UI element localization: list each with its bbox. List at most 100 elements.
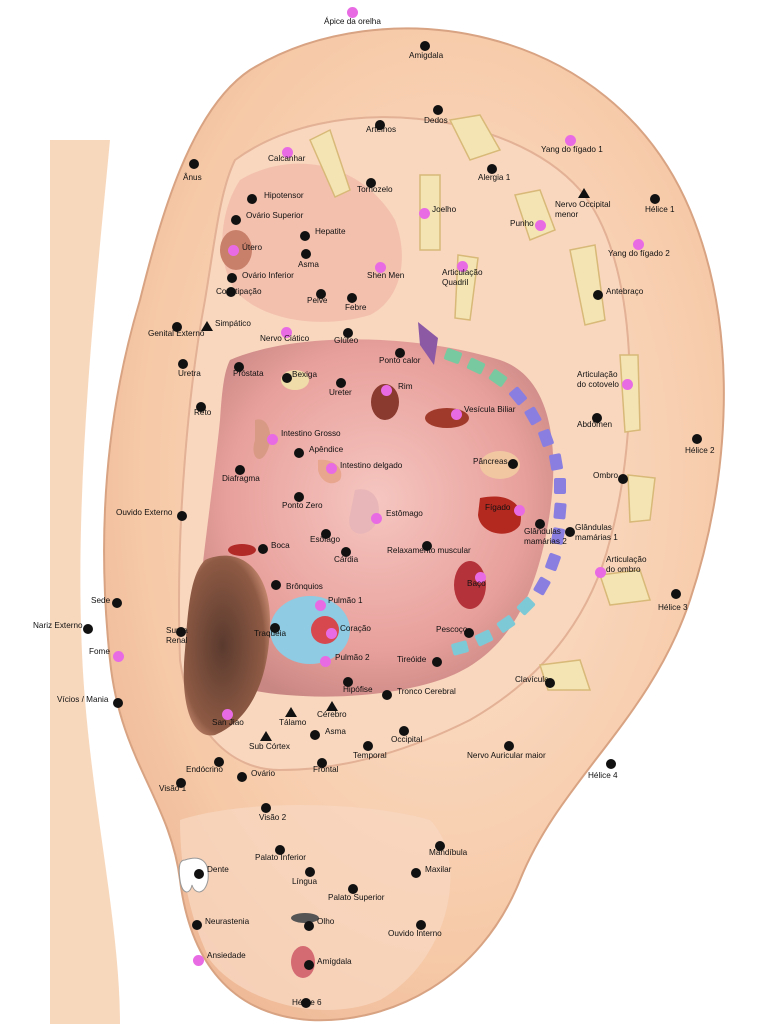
point-label-uretra: Uretra	[178, 369, 201, 378]
point-label-tornozelo: Tornozelo	[357, 185, 393, 194]
point-label-talamo: Tálamo	[279, 718, 307, 727]
point-marker-shenmen	[374, 261, 386, 273]
point-label-ureter: Ureter	[329, 388, 352, 397]
point-marker-tireoide	[432, 657, 442, 667]
point-marker-rim	[380, 384, 392, 396]
point-label-diafragma: Diafragma	[222, 474, 260, 483]
point-label-ombro: Ombro	[593, 471, 619, 480]
point-marker-utero	[227, 244, 239, 256]
point-marker-frontal	[317, 758, 327, 768]
point-marker-abdomen	[592, 413, 602, 423]
point-label-yang2: Yang do fígado 2	[608, 249, 670, 258]
point-marker-cardia	[341, 547, 351, 557]
point-marker-fome	[112, 650, 124, 662]
point-label-pescoco: Pescoço	[436, 625, 468, 634]
point-label-neurastenia: Neurastenia	[205, 917, 250, 926]
point-label-anus: Ânus	[183, 173, 202, 182]
point-label-ansiedade: Ansiedade	[207, 951, 246, 960]
spine-illustration	[418, 322, 567, 656]
point-marker-ponto-zero	[294, 492, 304, 502]
point-marker-helice1	[650, 194, 660, 204]
point-marker-asma-top	[301, 249, 311, 259]
point-label-prostata: Próstata	[233, 369, 264, 378]
point-marker-palato-inf	[275, 845, 285, 855]
point-label-asma-top: Asma	[298, 260, 319, 269]
point-marker-hepatite	[300, 231, 310, 241]
point-label-alergia1: Alergia 1	[478, 173, 511, 182]
point-label-genital: Genital Externo	[148, 329, 205, 338]
point-marker-estomago	[370, 512, 382, 524]
point-label-helice4: Hélice 4	[588, 771, 618, 780]
point-label-nervo-auric: Nervo Auricular maior	[467, 751, 546, 760]
point-marker-punho	[534, 219, 546, 231]
point-label-san-jiao: San Jiao	[212, 718, 244, 727]
point-marker-pelve	[316, 289, 326, 299]
point-label-hipotensor: Hipotensor	[264, 191, 304, 200]
point-label-febre: Febre	[345, 303, 367, 312]
point-marker-helice3	[671, 589, 681, 599]
point-marker-nervo-auric	[504, 741, 514, 751]
point-marker-anus	[189, 159, 199, 169]
point-marker-amigdala-low	[304, 960, 314, 970]
point-label-pancreas: Pâncreas	[473, 457, 508, 466]
point-label-relax: Relaxamento muscular	[387, 546, 471, 555]
point-marker-genital	[172, 322, 182, 332]
point-marker-ponto-calor	[395, 348, 405, 358]
point-marker-tronco	[382, 690, 392, 700]
point-label-hipofise: Hipófise	[343, 685, 373, 694]
point-marker-ureter	[336, 378, 346, 388]
point-label-esofago: Esôfago	[310, 535, 341, 544]
point-marker-intestino-grosso	[266, 433, 278, 445]
point-marker-joelho	[418, 207, 430, 219]
point-marker-pulmao2	[319, 655, 331, 667]
point-label-rim: Rim	[398, 382, 413, 391]
point-label-hepatite: Hepatite	[315, 227, 346, 236]
point-marker-san-jiao	[221, 708, 233, 720]
point-label-figado: Fígado	[485, 503, 511, 512]
point-label-yang1: Yang do fígado 1	[541, 145, 603, 154]
point-marker-talamo	[285, 707, 297, 717]
point-marker-vicios	[113, 698, 123, 708]
point-label-reto: Reto	[194, 408, 212, 417]
point-label-helice3: Hélice 3	[658, 603, 688, 612]
point-marker-boca	[258, 544, 268, 554]
point-label-pulmao1: Pulmão 1	[328, 596, 363, 605]
point-marker-reto	[196, 402, 206, 412]
point-label-antebraco: Antebraço	[606, 287, 644, 296]
point-marker-cerebro	[326, 701, 338, 711]
point-marker-ovario-inf	[227, 273, 237, 283]
point-label-amigdala-top: Amigdala	[409, 51, 444, 60]
point-label-broncos: Brônquios	[286, 582, 323, 591]
point-label-pelve: Pelve	[307, 296, 328, 305]
point-marker-simpatico	[201, 321, 213, 331]
point-label-helice1: Hélice 1	[645, 205, 675, 214]
point-label-nariz: Nariz Externo	[33, 621, 83, 630]
point-label-apice: Ápice da orelha	[324, 17, 381, 26]
point-marker-yang1	[564, 134, 576, 146]
point-marker-vesicula	[450, 408, 462, 420]
point-label-olho: Olho	[317, 917, 335, 926]
point-marker-amigdala-top	[420, 41, 430, 51]
point-marker-lingua	[305, 867, 315, 877]
point-marker-ouvido-externo	[177, 511, 187, 521]
point-marker-endocrino	[214, 757, 224, 767]
point-marker-prostata	[234, 362, 244, 372]
point-marker-sub-cortex	[260, 731, 272, 741]
point-marker-bexiga	[282, 373, 292, 383]
point-marker-occipital	[399, 726, 409, 736]
point-label-sub-cortex: Sub Córtex	[249, 742, 290, 751]
point-label-fome: Fome	[89, 647, 110, 656]
point-marker-antebraco	[593, 290, 603, 300]
point-label-ponto-calor: Ponto calor	[379, 356, 421, 365]
point-marker-tornozelo	[366, 178, 376, 188]
point-marker-supra-renal	[176, 627, 186, 637]
point-marker-febre	[347, 293, 357, 303]
point-marker-baco	[474, 571, 486, 583]
point-label-joelho: Joelho	[432, 205, 457, 214]
